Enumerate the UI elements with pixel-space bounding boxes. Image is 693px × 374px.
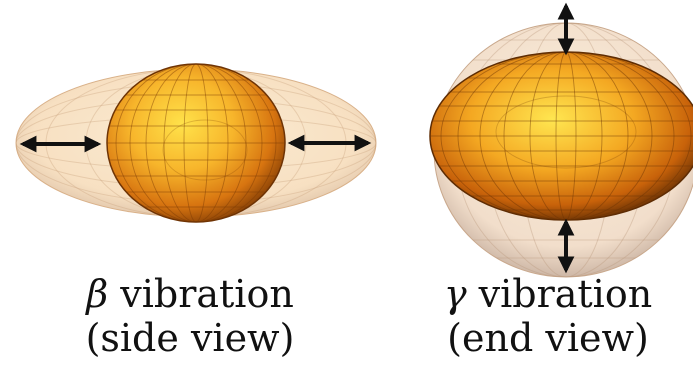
gamma-caption: γ vibration (end view) — [398, 272, 693, 360]
beta-caption: β vibration (side view) — [30, 272, 350, 360]
beta-diagram — [15, 63, 377, 223]
gamma-symbol: γ — [443, 272, 467, 316]
gamma-diagram — [429, 2, 693, 278]
gamma-label: vibration — [478, 272, 653, 316]
beta-label: vibration — [120, 272, 294, 316]
gamma-view-label: (end view) — [447, 316, 649, 360]
beta-view-label: (side view) — [85, 316, 295, 360]
beta-symbol: β — [86, 272, 109, 316]
gamma-core-grid — [430, 52, 693, 220]
beta-nucleus-core — [106, 63, 286, 223]
